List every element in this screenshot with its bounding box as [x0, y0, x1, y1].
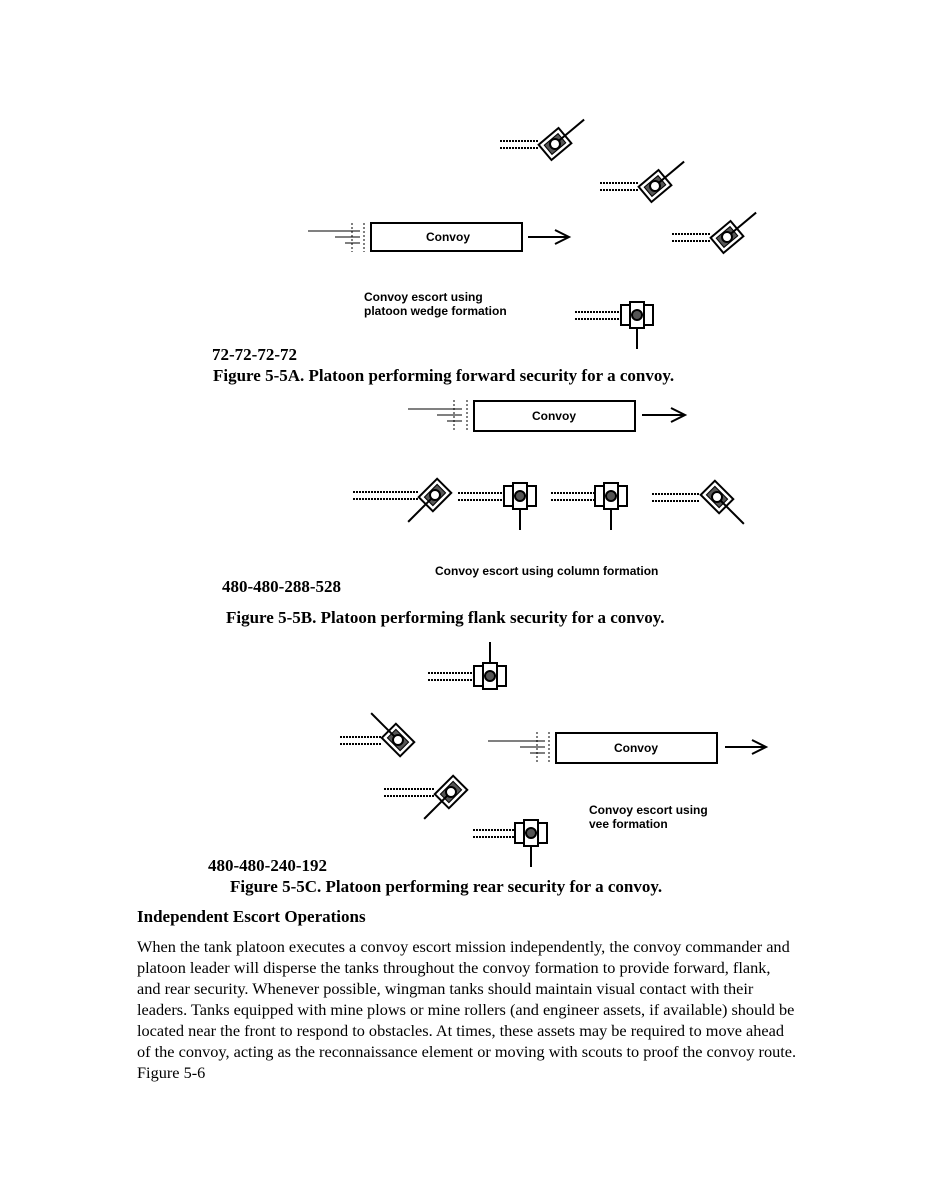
- convoy-box: [370, 222, 523, 252]
- body-paragraph: When the tank platoon executes a convoy …: [137, 937, 797, 1082]
- figure-caption: Figure 5-5A. Platoon performing forward …: [213, 366, 675, 385]
- body-paragraph-container: When the tank platoon executes a convoy …: [137, 936, 797, 1083]
- convoy-box: [473, 400, 636, 432]
- convoy-direction-arrow: [528, 229, 572, 245]
- tank-icon: [672, 211, 757, 255]
- tank-icon: [652, 479, 745, 525]
- tank-icon: [500, 118, 585, 162]
- convoy-box: [555, 732, 718, 764]
- tank-icon: [340, 712, 416, 758]
- section-heading: Independent Escort Operations: [137, 907, 366, 926]
- convoy-direction-arrow: [642, 407, 688, 423]
- convoy-motion-lines: [308, 223, 365, 252]
- figure-code: 72-72-72-72: [212, 345, 297, 364]
- annotation-line-2: platoon wedge formation: [364, 304, 507, 318]
- convoy-label: Convoy: [426, 230, 470, 244]
- annotation-line-2: vee formation: [589, 817, 668, 831]
- annotation: Convoy escort using column formation: [435, 564, 658, 578]
- tank-icon: [428, 642, 507, 690]
- tank-icon: [600, 160, 685, 204]
- convoy-direction-arrow: [725, 739, 769, 755]
- figure-code: 480-480-240-192: [208, 856, 327, 875]
- convoy-label: Convoy: [532, 409, 576, 423]
- figure-5-5a-diagram: Convoy Convoy escort using platoon wedge…: [308, 118, 757, 349]
- convoy-motion-lines: [408, 400, 468, 430]
- figure-5-5c-diagram: Convoy Convoy escort using vee formation: [340, 642, 769, 867]
- figure-code: 480-480-288-528: [222, 577, 341, 596]
- figure-caption: Figure 5-5B. Platoon performing flank se…: [226, 608, 665, 627]
- annotation-line-1: Convoy escort using: [589, 803, 708, 817]
- convoy-label: Convoy: [614, 741, 658, 755]
- tank-icon: [575, 301, 654, 349]
- figure-caption: Figure 5-5C. Platoon performing rear sec…: [230, 877, 663, 896]
- tank-icon: [384, 774, 469, 820]
- annotation-line-1: Convoy escort using: [364, 290, 483, 304]
- tank-icon: [473, 819, 548, 867]
- tank-icon: [458, 482, 537, 530]
- tank-icon: [353, 477, 453, 523]
- tank-icon: [551, 482, 628, 530]
- figure-5-5b-diagram: Convoy: [353, 400, 745, 578]
- convoy-motion-lines: [488, 732, 550, 764]
